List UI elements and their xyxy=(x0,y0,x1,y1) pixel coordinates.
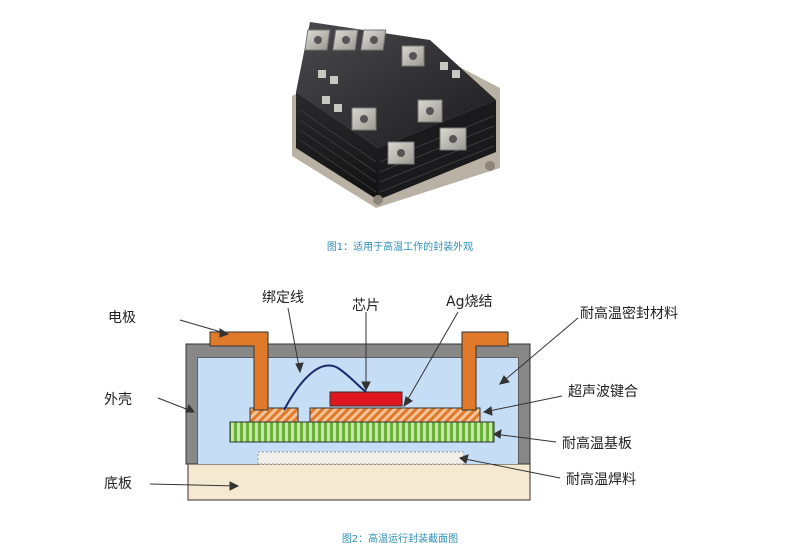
label-base-plate: 底板 xyxy=(104,476,132,492)
figure1-caption: 图1：适用于高温工作的封装外观 xyxy=(326,242,474,253)
label-electrode: 电极 xyxy=(108,310,136,326)
electrode-right xyxy=(461,331,509,411)
substrate-layer xyxy=(229,421,495,443)
solder-layer xyxy=(257,451,465,465)
label-chip: 芯片 xyxy=(352,298,380,314)
label-solder: 耐高温焊料 xyxy=(566,471,636,488)
label-seal-material: 耐高温密封材料 xyxy=(580,305,678,322)
chip-body xyxy=(329,391,403,407)
power-module-photo xyxy=(292,22,500,208)
label-bond-wire: 绑定线 xyxy=(262,290,304,306)
package-cross-section: 电极 绑定线 芯片 Ag烧结 耐高温密封材料 超声波键合 外壳 耐高温基板 底板… xyxy=(104,290,678,501)
electrode-left xyxy=(209,331,269,411)
label-ultrasonic-bond: 超声波键合 xyxy=(568,384,638,400)
base-plate xyxy=(187,463,531,501)
label-substrate: 耐高温基板 xyxy=(562,435,632,452)
ag-layer-right xyxy=(309,407,481,423)
bond-wire xyxy=(283,364,367,411)
ag-layer-left xyxy=(249,407,299,423)
label-shell: 外壳 xyxy=(104,391,132,408)
label-ag-sinter: Ag烧结 xyxy=(446,294,492,310)
figure2-caption: 图2：高温运行封装截面图 xyxy=(341,534,459,545)
